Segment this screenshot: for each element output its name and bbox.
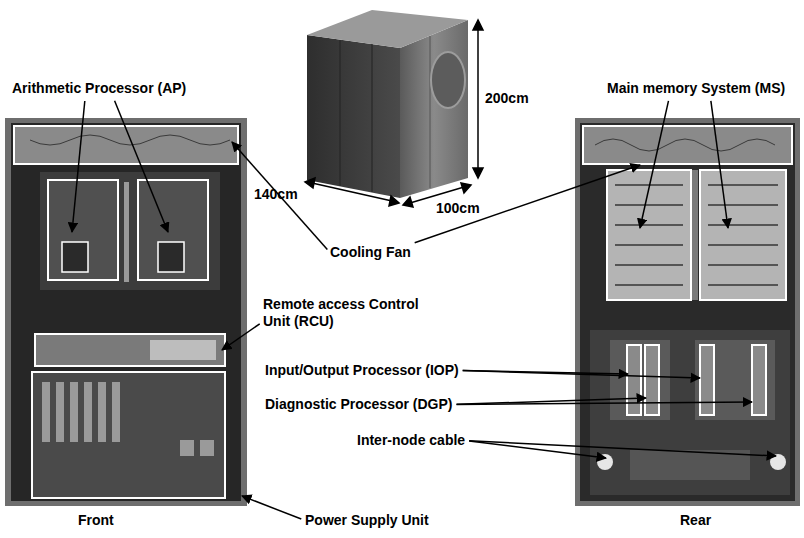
leader-line: [457, 402, 753, 404]
power-panel: [32, 372, 225, 498]
leader-line: [242, 496, 301, 519]
card-row: [708, 244, 778, 246]
card-row: [615, 284, 683, 286]
power-module: [56, 382, 64, 442]
power-module: [112, 382, 120, 442]
card-row: [708, 284, 778, 286]
cables: [595, 139, 775, 151]
leader-line: [415, 165, 640, 243]
io-unit: [610, 340, 670, 420]
iop-board: [627, 345, 641, 415]
leader-line: [711, 101, 728, 228]
rcu-panel: [35, 334, 225, 366]
ap-part: [62, 242, 88, 272]
io-bay: [590, 330, 790, 495]
part-label: Cooling Fan: [330, 244, 411, 261]
arrowhead: [305, 178, 315, 188]
card-row: [708, 224, 778, 226]
part-label: Main memory System (MS): [607, 80, 785, 97]
arrowhead: [473, 168, 483, 178]
card-row: [708, 204, 778, 206]
arrowhead: [461, 183, 471, 193]
card-row: [615, 264, 683, 266]
dgp-board: [645, 345, 659, 415]
part-label: Inter-node cable: [357, 432, 465, 449]
leader-line: [72, 101, 85, 232]
fan-grille: [431, 52, 465, 108]
card-row: [708, 184, 778, 186]
arrowhead: [389, 196, 399, 206]
part-label: Diagnostic Processor (DGP): [265, 396, 453, 413]
cabinet-side: [307, 35, 400, 198]
view-caption: Front: [78, 512, 114, 529]
ap-module: [138, 180, 208, 280]
power-module: [84, 382, 92, 442]
leader-line: [222, 324, 260, 350]
ap-part: [158, 242, 184, 272]
cabinet-top: [307, 10, 468, 48]
front-photo: [5, 118, 247, 506]
power-module: [98, 382, 106, 442]
cabinet: [307, 10, 468, 198]
leader-line: [232, 142, 327, 250]
card-row: [615, 244, 683, 246]
dimension-label: 100cm: [436, 200, 480, 217]
power-module: [42, 382, 50, 442]
cabinet-interior: [11, 123, 241, 501]
dgp-board: [752, 345, 766, 415]
view-caption: Rear: [680, 512, 711, 529]
dimension-label: 200cm: [485, 90, 529, 107]
breaker: [180, 440, 194, 456]
arrowhead: [403, 197, 413, 207]
card-row: [615, 224, 683, 226]
rail: [692, 170, 698, 300]
leader-line: [463, 371, 700, 378]
rail: [124, 182, 129, 282]
iop-board: [700, 345, 714, 415]
door-seam: [340, 40, 341, 186]
cabinet-interior: [580, 123, 795, 501]
dimension-line: [477, 28, 479, 170]
ap-module: [48, 180, 118, 280]
power-modules: [42, 382, 214, 456]
ap-bay: [40, 172, 220, 290]
cabinet-side: [400, 20, 468, 198]
cabinet-frame: [5, 118, 247, 506]
part-label: Remote access Control Unit (RCU): [263, 296, 448, 330]
breaker: [200, 440, 214, 456]
door-seam: [372, 44, 373, 192]
fan-panel: [14, 126, 238, 164]
io-unit: [695, 340, 775, 420]
card-row: [615, 204, 683, 206]
power-module: [70, 382, 78, 442]
door-seam: [430, 36, 431, 188]
leader-line: [469, 441, 776, 456]
dimension-lines: [305, 20, 483, 207]
dimension-line: [312, 183, 392, 201]
ms-module: [700, 170, 786, 300]
part-label: Input/Output Processor (IOP): [265, 362, 459, 379]
dimension-label: 140cm: [254, 186, 298, 203]
rcu-box: [150, 340, 216, 360]
arrowhead: [473, 20, 483, 30]
part-label: Arithmetic Processor (AP): [12, 80, 186, 97]
leader-line: [115, 101, 168, 232]
leader-line: [640, 101, 668, 228]
fan-panel: [583, 126, 792, 164]
card-row: [708, 264, 778, 266]
part-label: Power Supply Unit: [305, 512, 429, 529]
cable-connector: [597, 454, 613, 470]
